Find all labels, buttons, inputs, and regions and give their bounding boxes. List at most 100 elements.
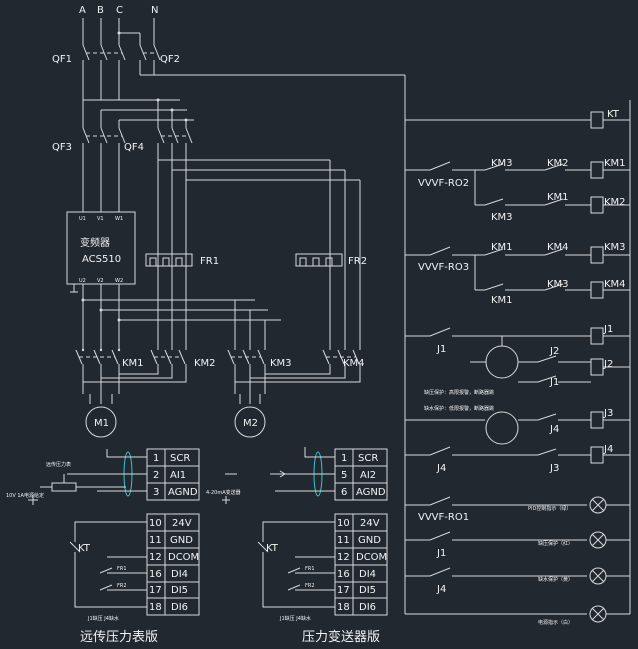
j1-contact-label: J1 [436, 344, 446, 355]
phase-n-label: N [151, 5, 158, 16]
left-caption: 远传压力表版 [80, 630, 158, 645]
contactor-km1 [75, 348, 121, 365]
right-fr2-label: FR2 [305, 583, 315, 589]
pressure-gauge-2 [485, 411, 519, 445]
lamp-pid-label: PID控制指示（绿） [528, 505, 571, 512]
r-b-num-5: 17 [337, 585, 350, 596]
r-b-name-5: DI5 [359, 585, 376, 596]
l-b-num-5: 17 [149, 585, 162, 596]
vfd-drive: U1 V1 W1 变频器 ACS510 U2 V2 W2 [66, 211, 136, 293]
phase-b-label: B [97, 5, 104, 16]
breaker-qf4 [157, 127, 193, 180]
r-term-name-2: AI2 [360, 470, 376, 481]
l-term-name-3: AGND [168, 487, 198, 498]
r-b-num-4: 16 [337, 569, 350, 580]
note-pressure: 缺压保护：高限报警，断路器跳 [424, 389, 494, 396]
j1-coil-label: J1 [603, 324, 613, 335]
l-term-num-3: 3 [153, 487, 159, 498]
r-b-name-1: 24V [360, 518, 380, 529]
j2-contact-label: J2 [549, 346, 559, 357]
l-b-num-4: 16 [149, 569, 162, 580]
lamp-j4-contact: J4 [436, 584, 446, 595]
r-term-num-1: 1 [341, 453, 347, 464]
r2-km3: KM3 [491, 158, 513, 169]
j4-coil-label: J4 [603, 444, 613, 455]
right-terminal-bottom: 10 24V 11 GND 12 DCOM 16 DI4 17 DI5 18 D… [334, 513, 388, 616]
r3-km1: KM1 [547, 192, 569, 203]
breaker-qf2 [139, 44, 405, 76]
qf3-label: QF3 [52, 142, 72, 153]
left-panel: 1 SCR 2 AI1 3 AGND 远传压力表 10V 1A电源给定 10 2… [6, 448, 200, 645]
lamp-j1-contact: J1 [436, 548, 446, 559]
km4-label: KM4 [343, 358, 365, 369]
drive-name: 变频器 [80, 236, 110, 249]
lamp-power-icon [589, 605, 607, 623]
vvvf-ro1-label: VVVF-RO1 [418, 512, 469, 523]
r-b-name-4: DI4 [359, 569, 376, 580]
l-term-name-2: AI1 [170, 470, 186, 481]
left-fr1-label: FR1 [117, 566, 127, 572]
j3-contact-label: J3 [549, 463, 559, 474]
phase-c-label: C [116, 5, 123, 16]
thermal-relay-fr2 [295, 253, 343, 267]
r2-km2: KM2 [547, 158, 569, 169]
r3-km2-coil: KM2 [604, 197, 626, 208]
r5-km1: KM1 [491, 295, 513, 306]
contactor-km3 [227, 349, 265, 365]
j4-contact-label: J4 [549, 424, 559, 435]
r-b-num-1: 10 [337, 518, 350, 529]
right-panel: 1 SCR 5 AI2 6 AGND 4-20mA变送器 10 24V 11 G… [206, 447, 388, 645]
left-supply-label: 10V 1A电源给定 [6, 492, 44, 499]
breaker-qf3 [82, 127, 126, 212]
kt-coil-label: KT [607, 109, 620, 120]
right-terminal-top: 1 SCR 5 AI2 6 AGND [334, 448, 388, 501]
l-b-num-6: 18 [149, 602, 162, 613]
control-section: KT VVVF-RO2 KM3 KM2 KM1 KM3 KM1 KM2 VVVF… [404, 75, 631, 626]
vvvf-ro3-label: VVVF-RO3 [418, 262, 469, 273]
r5-km4-coil: KM4 [604, 279, 626, 290]
contactor-km4 [322, 349, 360, 365]
left-sensor-label: 远传压力表 [46, 461, 71, 468]
left-kt-label: KT [78, 543, 91, 554]
r-b-name-3: DCOM [356, 552, 387, 563]
drive-out-v2: V2 [97, 278, 104, 284]
km3-label: KM3 [270, 358, 292, 369]
kt-coil [590, 111, 604, 129]
note-water: 缺水保护：低限报警，断路器跳 [424, 405, 494, 412]
r4-km1: KM1 [491, 242, 513, 253]
r3-km3: KM3 [491, 212, 513, 223]
l-b-num-2: 11 [149, 535, 162, 546]
lamp-pressure-label: 缺压保护（红） [538, 540, 573, 547]
l-b-name-5: DI5 [171, 585, 188, 596]
qf4-label: QF4 [124, 142, 144, 153]
fr1-label: FR1 [200, 256, 219, 267]
lamp-pressure-icon [589, 531, 607, 549]
r-b-num-3: 12 [337, 552, 350, 563]
r-b-name-6: DI6 [359, 602, 376, 613]
m2-label: M2 [243, 418, 258, 429]
r-term-num-3: 6 [341, 487, 347, 498]
right-note: J1缺压 J4缺水 [279, 615, 311, 622]
r-term-name-1: SCR [358, 453, 378, 464]
lamp-pid-icon [589, 496, 607, 514]
motor-m1 [85, 394, 117, 438]
km1-label: KM1 [122, 358, 144, 369]
right-kt-label: KT [266, 543, 279, 554]
l-term-num-2: 2 [153, 470, 159, 481]
breaker-qf1 [82, 44, 126, 100]
pressure-gauge-1 [485, 345, 519, 379]
right-sensor-label: 4-20mA变送器 [206, 489, 241, 496]
l-term-name-1: SCR [170, 453, 190, 464]
contactor-km2 [150, 349, 186, 365]
lamp-water-label: 缺水保护（黄） [538, 576, 573, 583]
l-b-num-3: 12 [149, 552, 162, 563]
drive-in-w1: W1 [115, 216, 123, 222]
lamp-power-label: 电源指示（白） [538, 619, 573, 626]
l-b-name-3: DCOM [168, 552, 199, 563]
j1-contact2-label: J1 [549, 377, 559, 388]
drive-model: ACS510 [82, 254, 121, 265]
l-b-name-6: DI6 [171, 602, 188, 613]
l-b-name-1: 24V [172, 518, 192, 529]
r2-km1-coil: KM1 [604, 158, 626, 169]
